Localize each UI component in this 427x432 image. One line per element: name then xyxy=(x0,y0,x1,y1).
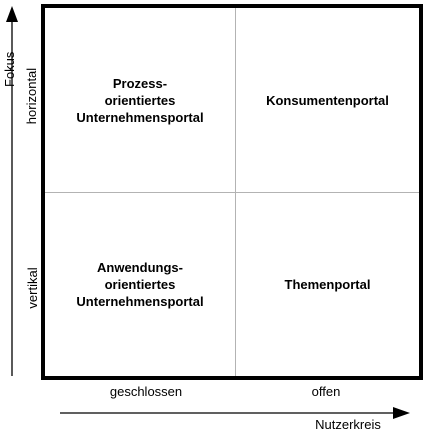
x-axis-label-geschlossen: geschlossen xyxy=(109,384,183,399)
quadrant-bottom-right: Themenportal xyxy=(236,193,419,376)
quadrant-label-prozessorientiertes-unternehmensportal: Prozess- orientiertes Unternehmensportal xyxy=(76,75,204,125)
portal-matrix: Prozess- orientiertes Unternehmensportal… xyxy=(41,4,423,380)
x-axis-title: Nutzerkreis xyxy=(315,417,381,432)
x-axis-label-offen: offen xyxy=(311,384,341,399)
quadrant-label-konsumentenportal: Konsumentenportal xyxy=(266,92,389,108)
x-axis-arrow xyxy=(60,407,410,419)
y-axis-title: Fokus xyxy=(2,51,17,87)
horizontal-divider xyxy=(45,192,419,193)
quadrant-top-right: Konsumentenportal xyxy=(236,8,419,192)
quadrant-label-anwendungsorientiertes-unternehmensportal: Anwendungs- orientiertes Unternehmenspor… xyxy=(76,260,204,309)
y-axis-label-horizontal: horizontal xyxy=(24,67,39,125)
y-axis-label-vertikal: vertikal xyxy=(25,267,40,309)
quadrant-label-themenportal: Themenportal xyxy=(284,277,371,292)
y-axis-arrow xyxy=(6,6,18,376)
quadrant-bottom-left: Anwendungs- orientiertes Unternehmenspor… xyxy=(45,193,235,376)
quadrant-top-left: Prozess- orientiertes Unternehmensportal xyxy=(45,8,235,192)
